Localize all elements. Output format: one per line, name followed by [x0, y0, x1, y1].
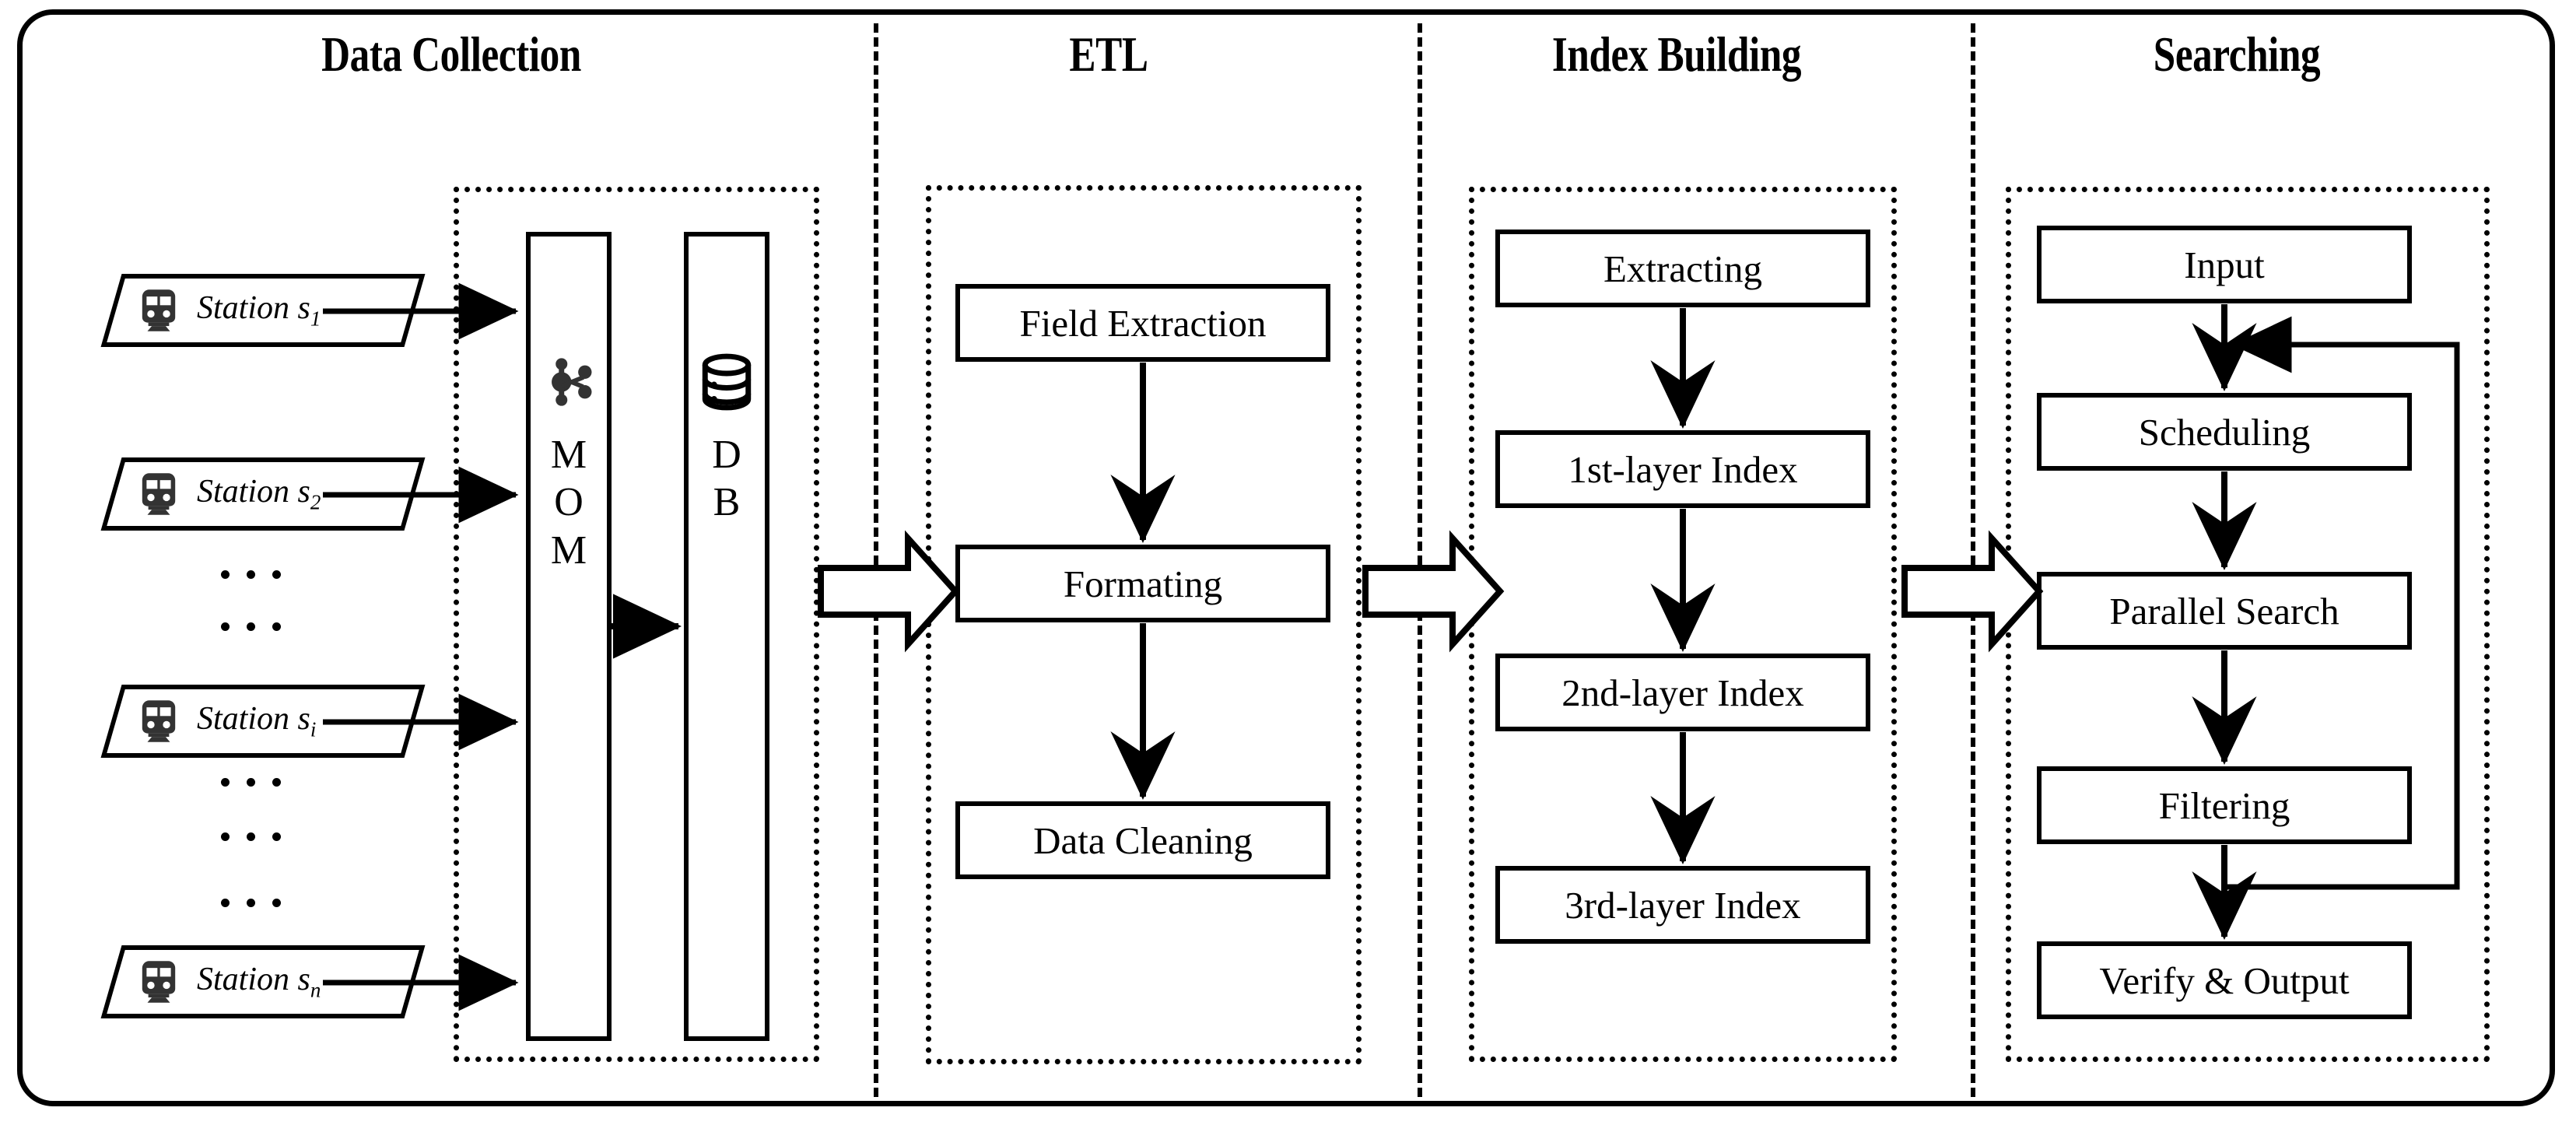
station-label: Station s2 — [197, 474, 321, 514]
train-icon — [142, 700, 176, 742]
mom-middleware-box[interactable]: M O M — [526, 232, 612, 1041]
train-icon — [142, 961, 176, 1003]
searching-box-filtering[interactable]: Filtering — [2037, 766, 2412, 844]
stage-divider-2 — [1418, 23, 1422, 1097]
station-label: Station si — [197, 701, 317, 741]
network-share-icon — [552, 358, 592, 406]
index-box-2nd-layer[interactable]: 2nd-layer Index — [1495, 654, 1870, 731]
station-ellipsis — [221, 832, 281, 841]
station-ellipsis — [221, 622, 281, 631]
station-ellipsis — [221, 570, 281, 579]
database-box[interactable]: D B — [684, 232, 769, 1041]
stage-header-searching: Searching — [2153, 26, 2321, 82]
stage-header-etl: ETL — [1069, 26, 1148, 82]
station-ellipsis — [221, 778, 281, 787]
station-node[interactable]: Station s1 — [100, 274, 426, 347]
index-box-1st-layer[interactable]: 1st-layer Index — [1495, 430, 1870, 508]
searching-box-scheduling[interactable]: Scheduling — [2037, 393, 2412, 471]
station-node[interactable]: Station sn — [100, 945, 426, 1018]
etl-box-data-cleaning[interactable]: Data Cleaning — [955, 801, 1330, 879]
data-collection-container — [454, 187, 819, 1062]
station-node[interactable]: Station s2 — [100, 457, 426, 531]
station-node[interactable]: Station si — [100, 685, 426, 758]
stage-divider-3 — [1971, 23, 1975, 1097]
station-label: Station s1 — [197, 290, 321, 331]
searching-box-verify-output[interactable]: Verify & Output — [2037, 941, 2412, 1019]
index-box-extracting[interactable]: Extracting — [1495, 230, 1870, 307]
etl-box-formating[interactable]: Formating — [955, 545, 1330, 622]
outer-frame — [17, 9, 2555, 1106]
train-icon — [142, 289, 176, 331]
etl-box-field-extraction[interactable]: Field Extraction — [955, 284, 1330, 362]
searching-box-parallel-search[interactable]: Parallel Search — [2037, 572, 2412, 650]
mom-letters: M O M — [550, 433, 587, 573]
station-label: Station sn — [197, 962, 321, 1002]
station-ellipsis — [221, 899, 281, 907]
stage-header-data-collection: Data Collection — [321, 26, 581, 82]
database-cylinder-icon — [702, 353, 752, 411]
db-letters: D B — [712, 433, 741, 525]
train-icon — [142, 473, 176, 515]
stage-divider-1 — [874, 23, 878, 1097]
index-box-3rd-layer[interactable]: 3rd-layer Index — [1495, 866, 1870, 944]
stage-header-index-building: Index Building — [1551, 26, 1802, 82]
searching-box-input[interactable]: Input — [2037, 226, 2412, 303]
